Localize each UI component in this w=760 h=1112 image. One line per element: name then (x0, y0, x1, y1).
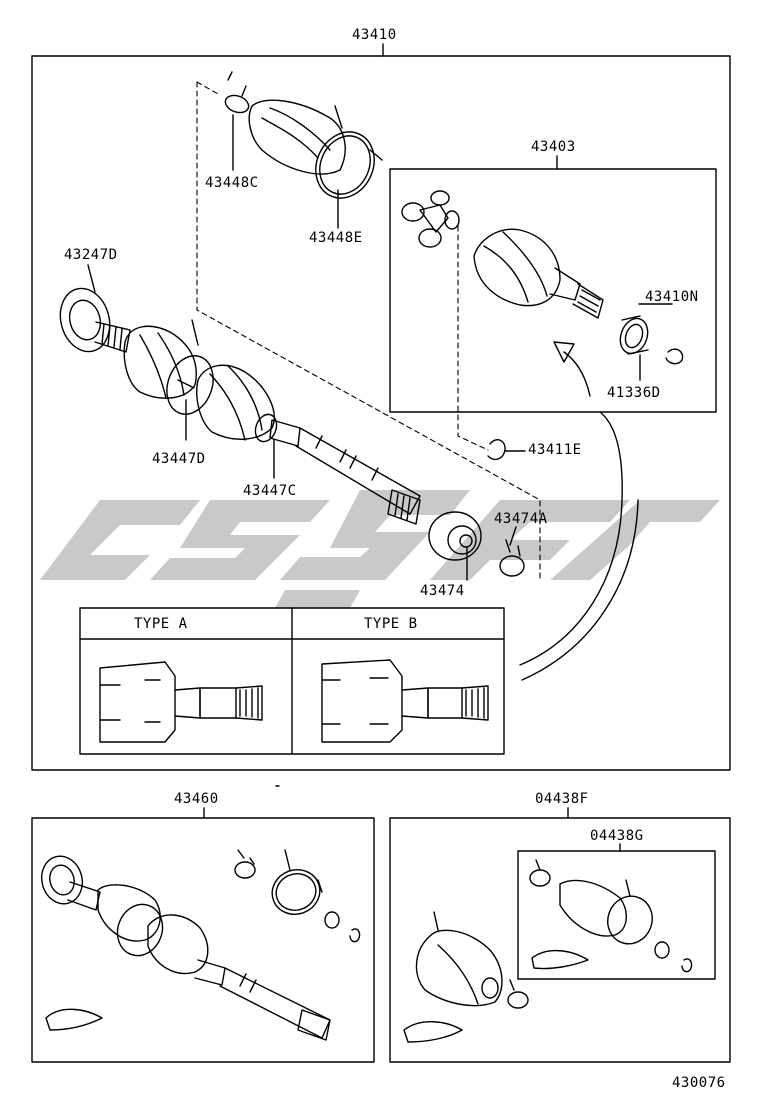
boot-kit-outline (196, 81, 541, 581)
label-43247d: 43247D (64, 247, 118, 263)
label-43410: 43410 (352, 27, 397, 43)
tripod-joint (401, 190, 460, 248)
boot-clamp-43447d (166, 355, 214, 415)
main-assembly-frame (31, 55, 731, 771)
snap-ring-43410n (665, 348, 684, 365)
type-a-joint (99, 661, 263, 743)
label-43447d: 43447D (152, 451, 206, 467)
alt-assembly-frame (31, 817, 375, 1063)
inboard-joint-frame (389, 168, 717, 413)
oil-seal-41336d (619, 317, 649, 355)
label-04438f: 04438F (535, 791, 589, 807)
label-04438g: 04438G (590, 828, 644, 844)
type-b-joint (321, 659, 489, 743)
label-43474: 43474 (420, 583, 465, 599)
boot-clamp-43447c (254, 413, 278, 443)
return-arc (519, 411, 623, 666)
label-43448c: 43448C (205, 175, 259, 191)
drive-shaft (269, 419, 301, 447)
alt-dust-seal (41, 855, 83, 905)
label-41336d: 41336D (607, 385, 661, 401)
boot-kit-frame (389, 817, 731, 1063)
boot-clamp-43448c (224, 94, 250, 114)
outboard-joint (123, 325, 197, 399)
label-43403: 43403 (531, 139, 576, 155)
watermark-logo (40, 490, 720, 608)
deflector-clamp-43474a (499, 555, 525, 577)
boot-clamp-43448e (315, 131, 375, 199)
label-43448e: 43448E (309, 230, 363, 246)
label-43411e: 43411E (528, 442, 582, 458)
type-b-label: TYPE B (364, 616, 418, 632)
type-a-label: TYPE A (134, 616, 188, 632)
figure-number: 430076 (672, 1075, 726, 1091)
label-43460: 43460 (174, 791, 219, 807)
boot-kit-inner-frame (517, 850, 716, 980)
label-43447c: 43447C (243, 483, 297, 499)
dust-deflector-43474 (428, 511, 482, 561)
label-43410n: 43410N (645, 289, 699, 305)
inner-boot (196, 364, 275, 440)
assembly-arrow (553, 341, 591, 397)
snap-ring-43411e (487, 439, 506, 461)
dust-seal-43247d (59, 287, 111, 353)
inboard-housing (473, 228, 604, 319)
outer-boot (248, 99, 346, 175)
label-43474a: 43474A (494, 511, 548, 527)
